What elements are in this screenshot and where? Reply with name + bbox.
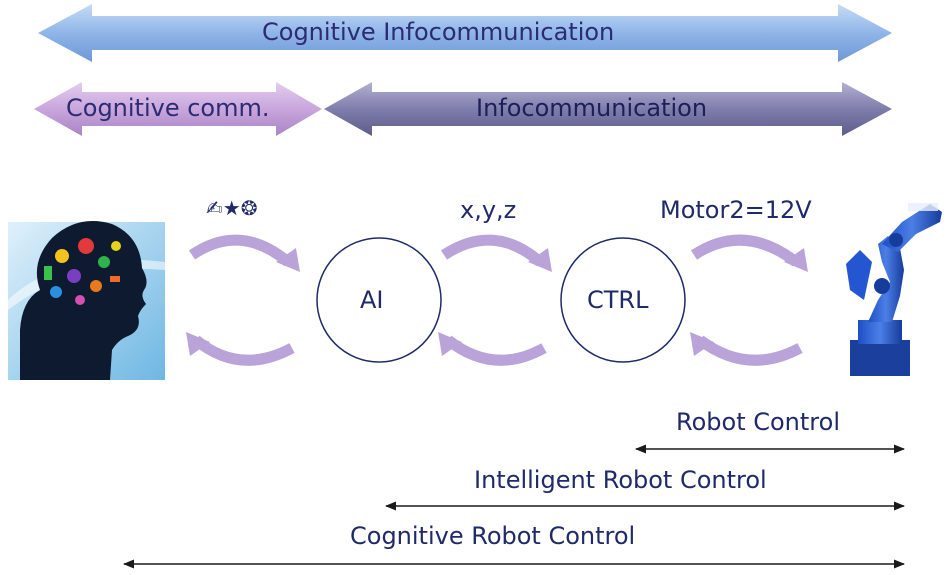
- exchange-ai-ctrl-cycle: [440, 234, 547, 366]
- span-label-cognitive-robot-control: Cognitive Robot Control: [350, 522, 636, 550]
- ai-node-label: AI: [360, 286, 384, 314]
- span-label-intelligent-robot-control: Intelligent Robot Control: [474, 466, 767, 494]
- exchange-label-ai-ctrl: x,y,z: [460, 196, 517, 224]
- exchange-ctrl-robot-cycle: [690, 234, 803, 366]
- exchange-label-ctrl-robot: Motor2=12V: [660, 196, 812, 224]
- human-head-icon: [8, 221, 165, 380]
- exchange-human-ai-cycle: [188, 234, 295, 366]
- band-label-cognitive-communication: Cognitive comm.: [66, 94, 270, 122]
- band-label-infocommunication: Infocommunication: [476, 94, 708, 122]
- band-label-cognitive-infocommunication: Cognitive Infocommunication: [262, 18, 615, 46]
- ctrl-node: [560, 237, 686, 363]
- band-cognitive-infocommunication: [38, 4, 892, 62]
- exchange-label-human-ai: ✍★❂: [206, 196, 258, 220]
- span-label-robot-control: Robot Control: [676, 408, 840, 436]
- robot-arm-icon: [846, 203, 942, 376]
- ctrl-node-label: CTRL: [587, 286, 649, 314]
- band-infocommunication: [324, 82, 892, 136]
- band-cognitive-communication: [34, 82, 322, 136]
- ai-node: [316, 237, 442, 363]
